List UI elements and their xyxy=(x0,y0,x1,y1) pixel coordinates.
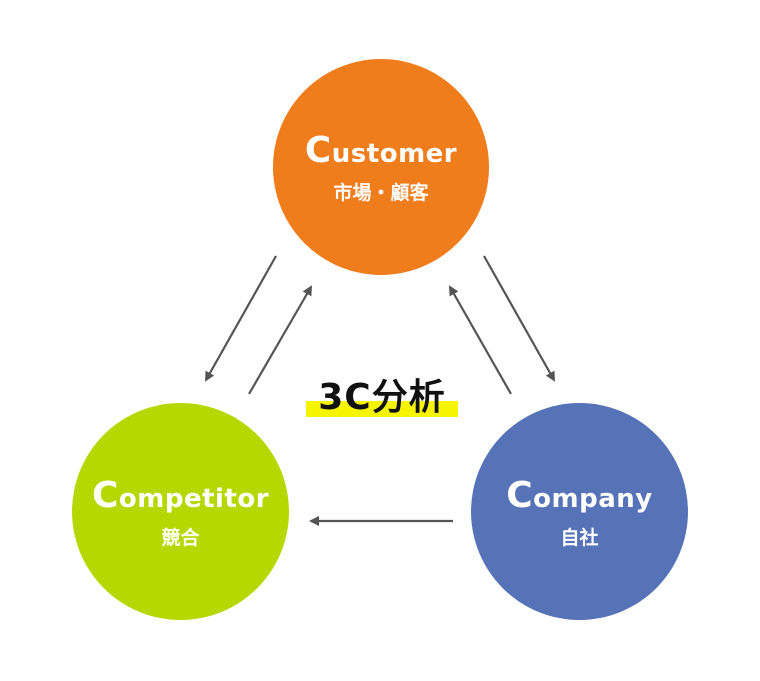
company-sublabel: 自社 xyxy=(560,526,599,549)
arrow-competitor-to-customer xyxy=(248,285,313,395)
diagram-title: 3C分析 xyxy=(306,366,458,418)
title-highlight xyxy=(306,401,458,417)
competitor-label: Competitor xyxy=(92,474,269,517)
arrow-customer-to-competitor xyxy=(205,255,277,382)
company-label-rest: ompany xyxy=(533,483,653,514)
company-label: Company xyxy=(506,474,653,517)
arrow-company-to-customer xyxy=(449,285,512,395)
competitor-initial: C xyxy=(91,474,119,516)
customer-sublabel: 市場・顧客 xyxy=(333,182,429,205)
title-text: 3C分析 xyxy=(318,377,446,418)
company-initial: C xyxy=(506,474,534,516)
company-circle: Company 自社 xyxy=(471,403,688,620)
customer-label: Customer xyxy=(305,129,457,172)
arrow-customer-to-company xyxy=(483,255,555,382)
competitor-label-rest: ompetitor xyxy=(118,483,270,514)
competitor-circle: Competitor 競合 xyxy=(72,403,289,620)
competitor-sublabel: 競合 xyxy=(161,526,200,549)
customer-circle: Customer 市場・顧客 xyxy=(273,59,489,275)
customer-initial: C xyxy=(304,130,332,171)
customer-label-rest: ustomer xyxy=(331,139,458,169)
